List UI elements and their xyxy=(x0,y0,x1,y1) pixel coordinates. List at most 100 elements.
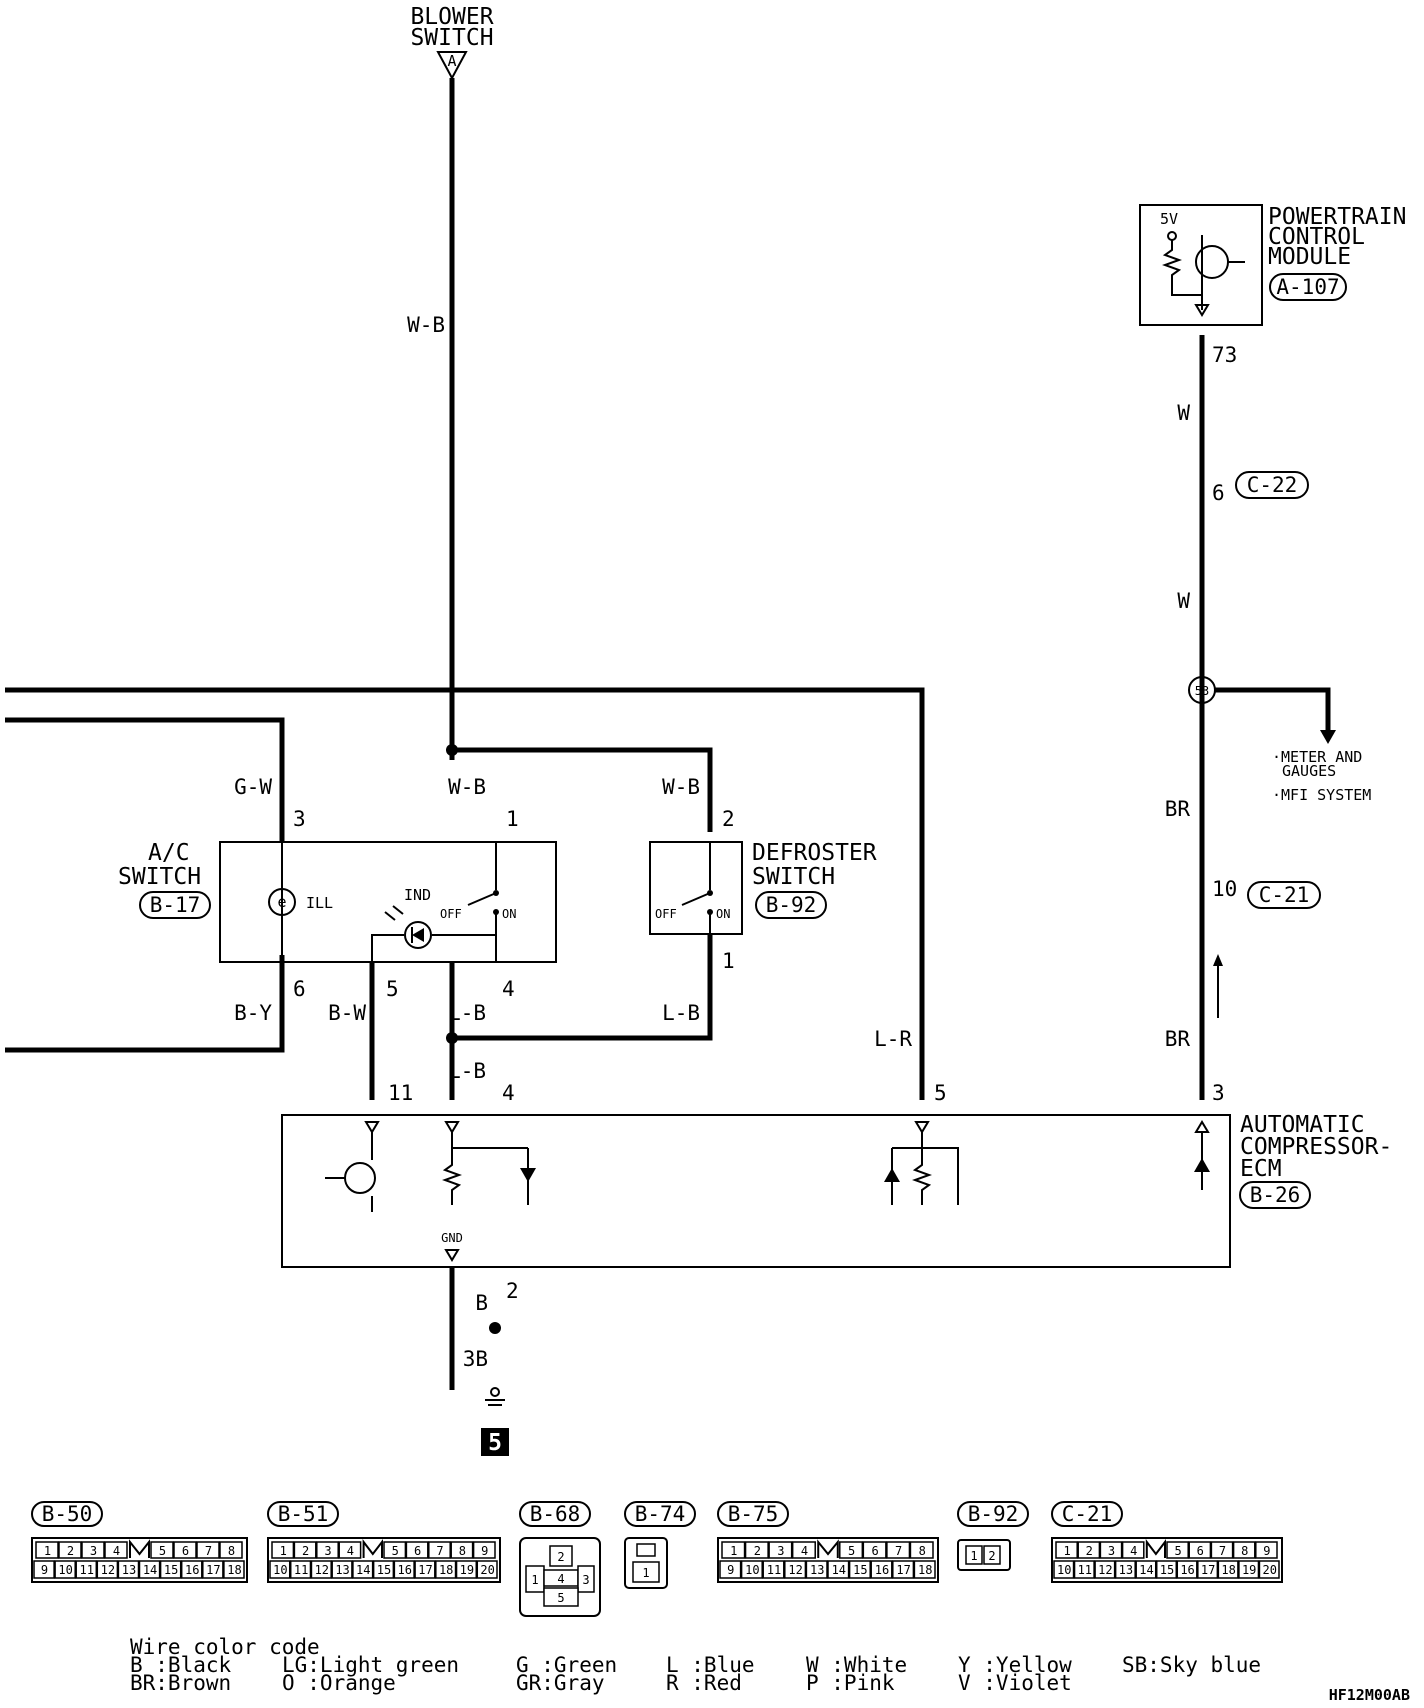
led-diode-glyph xyxy=(412,928,424,942)
ecm-gnd-triangle xyxy=(444,1249,460,1262)
color-code-sb: SB:Sky blue xyxy=(1122,1653,1261,1677)
pcm-box xyxy=(1139,204,1263,326)
connector-pin-cell xyxy=(289,1560,312,1579)
connector-latch xyxy=(636,1543,656,1557)
color-code-w: W :White xyxy=(806,1653,907,1677)
connector-pin-number: 7 xyxy=(436,1544,443,1558)
ecm-pin-11: 11 xyxy=(388,1081,413,1105)
wire-label-by: B-Y xyxy=(234,1001,272,1025)
connector-pin-number: 10 xyxy=(273,1563,287,1577)
ecm-gnd-label: GND xyxy=(441,1231,463,1245)
ecm-pin-4: 4 xyxy=(502,1081,515,1105)
connector-pin-number: 7 xyxy=(205,1544,212,1558)
connector-pin-number: 18 xyxy=(227,1563,241,1577)
connector-pin-cell xyxy=(58,1541,82,1559)
connector-pin-number: 16 xyxy=(875,1563,889,1577)
connector-pin-cell xyxy=(81,1541,105,1559)
ecm-in-4-triangle xyxy=(444,1121,460,1134)
connector-pin-cell xyxy=(1121,1541,1145,1559)
connector-housing xyxy=(624,1537,668,1589)
wire-label-wb-main: W-B xyxy=(407,313,445,337)
pcm-connector-badge xyxy=(1269,273,1347,301)
connector-pin-number: 1 xyxy=(970,1549,977,1563)
led-ray-2 xyxy=(392,905,404,915)
connector-pin-cell xyxy=(784,1560,807,1579)
ecm-in-5-triangle xyxy=(914,1121,930,1134)
connector-pin-number: 13 xyxy=(122,1563,136,1577)
connector-pin-number: 1 xyxy=(730,1544,737,1558)
connector-pin-cell xyxy=(159,1560,182,1579)
connector-pin-cell xyxy=(54,1560,76,1579)
ecm-connector: B-26 xyxy=(1250,1183,1301,1207)
connector-pin-cell xyxy=(180,1560,203,1579)
pcm-5v-node xyxy=(1167,231,1177,241)
connector-pin-cell xyxy=(293,1541,317,1559)
connector-pin-cell xyxy=(549,1545,573,1567)
defroster-on-label: ON xyxy=(716,907,730,921)
connector-pin-number: 10 xyxy=(745,1563,759,1577)
connector-label-badge xyxy=(624,1501,696,1527)
color-code-r: R :Red xyxy=(666,1671,742,1695)
ecm-in-11-triangle xyxy=(364,1121,380,1134)
connector-pin-number: 14 xyxy=(1139,1563,1153,1577)
connector-pin-cell xyxy=(740,1560,763,1579)
connector-pin-cell xyxy=(886,1541,911,1559)
connector-pin-cell xyxy=(1055,1541,1078,1559)
connector-pin-cell xyxy=(870,1560,893,1579)
connector-pin-cell xyxy=(455,1560,478,1579)
pcm-pin-73: 73 xyxy=(1212,343,1237,367)
connector-pin-number: 15 xyxy=(164,1563,178,1577)
connector-pin-number: 13 xyxy=(810,1563,824,1577)
connector-pin-cell xyxy=(862,1541,887,1559)
connector-pin-number: 2 xyxy=(1086,1544,1093,1558)
pcm-title-3: MODULE xyxy=(1268,244,1351,270)
ill-lamp-glyph: e xyxy=(277,893,286,911)
wire-label-bw: B-W xyxy=(328,1001,366,1025)
color-code-b: B :Black xyxy=(130,1653,232,1677)
connector-pin-cell xyxy=(414,1560,436,1579)
connector-pin-number: 7 xyxy=(1219,1544,1226,1558)
connector-pin-number: 9 xyxy=(727,1563,734,1577)
connector-pin-number: 4 xyxy=(557,1572,564,1586)
connector-pin-cell xyxy=(768,1541,793,1559)
connector-label: B-68 xyxy=(530,1502,581,1526)
junction-id: 53 xyxy=(1195,684,1209,698)
ac-off-label: OFF xyxy=(440,907,462,921)
c21-badge xyxy=(1247,881,1321,909)
connector-pin-cell xyxy=(1114,1560,1136,1579)
color-code-v: V :Violet xyxy=(958,1671,1072,1695)
ecm-box xyxy=(281,1114,1231,1268)
defroster-pin-2: 2 xyxy=(722,807,735,831)
connector-pin-cell xyxy=(75,1560,98,1579)
wire-label-br-1: BR xyxy=(1165,797,1191,821)
connector-pin-number: 5 xyxy=(848,1544,855,1558)
c22-badge xyxy=(1235,471,1309,499)
color-code-lg: LG:Light green xyxy=(282,1653,459,1677)
connector-pin-number: 18 xyxy=(439,1563,453,1577)
connector-pin-number: 15 xyxy=(377,1563,391,1577)
connector-pin-number: 12 xyxy=(315,1563,329,1577)
connector-housing xyxy=(957,1539,1011,1571)
connector-pin-number: 3 xyxy=(324,1544,331,1558)
connector-pin-cell xyxy=(476,1560,498,1579)
connector-pin-cell xyxy=(965,1545,983,1565)
wire-label-gw: G-W xyxy=(234,775,272,799)
connector-pin-cell xyxy=(1238,1560,1260,1579)
connector-pin-number: 13 xyxy=(335,1563,349,1577)
connector-pin-number: 9 xyxy=(1263,1544,1270,1558)
connector-pin-cell xyxy=(173,1541,197,1559)
connector-b-74: B-741 xyxy=(624,1501,696,1589)
connector-pin-cell xyxy=(33,1560,55,1579)
connector-pin-cell xyxy=(352,1560,374,1579)
connector-pin-cell xyxy=(35,1541,59,1559)
connector-pin-number: 2 xyxy=(988,1549,995,1563)
ecm-pin-3: 3 xyxy=(1212,1081,1225,1105)
ac-pin-4: 4 xyxy=(502,977,515,1001)
connector-pin-number: 17 xyxy=(1201,1563,1215,1577)
connector-pin-cell xyxy=(104,1541,128,1559)
ac-switch-title-1: A/C xyxy=(148,840,190,866)
defroster-connector: B-92 xyxy=(766,893,817,917)
connector-label: C-21 xyxy=(1062,1502,1113,1526)
connector-pin-number: 1 xyxy=(531,1573,538,1587)
